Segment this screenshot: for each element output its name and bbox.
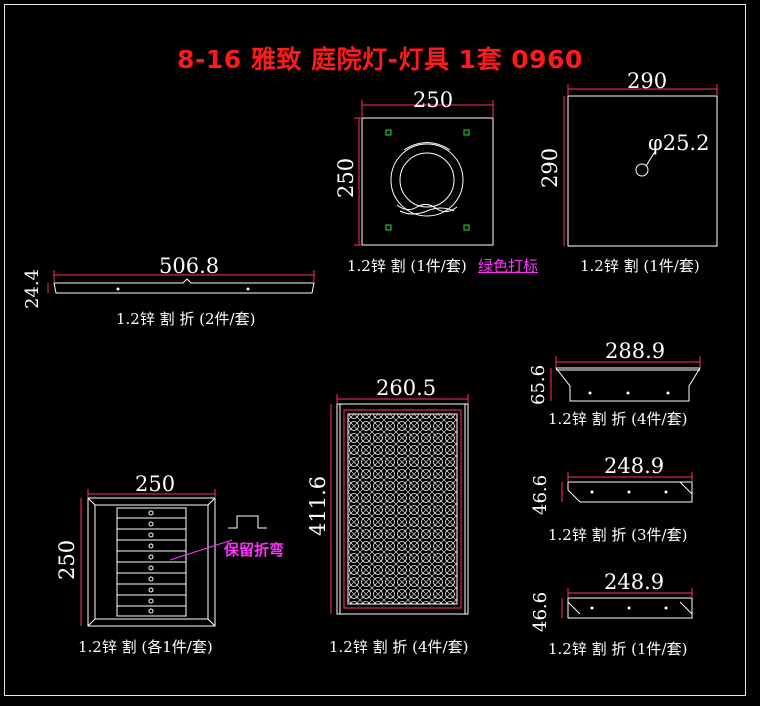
lamp-plate-width-dim: 250 [413,88,454,112]
lamp-plate-height-dim: 250 [334,157,358,198]
trapezoid-c-caption: 1.2锌 割 折 (1件/套) [548,640,688,658]
long-strip-height-dim: 24.4 [22,268,43,309]
trapezoid-c-length-dim: 248.9 [604,570,665,594]
trapezoid-c-height-dim: 46.6 [530,591,551,632]
lamp-plate-note: 绿色打标 [478,257,539,275]
base-plate-height-dim: 250 [55,539,79,580]
trapezoid-a-length-dim: 288.9 [605,339,666,363]
long-strip-part [47,270,315,294]
grille-panel-part [330,394,469,615]
trapezoid-b-part [561,472,693,503]
top-plate-height-dim: 290 [538,147,562,188]
base-plate-note: 保留折弯 [224,541,285,559]
base-plate-part [80,489,267,627]
base-plate-width-dim: 250 [135,472,176,496]
top-plate-width-dim: 290 [627,69,668,93]
grille-panel-width-dim: 260.5 [376,376,437,400]
trapezoid-a-caption: 1.2锌 割 折 (4件/套) [548,410,688,428]
trapezoid-a-part [550,356,701,402]
top-plate-part [563,84,718,247]
trapezoid-b-height-dim: 46.6 [530,474,551,515]
drawing-frame [4,4,746,696]
long-strip-caption: 1.2锌 割 折 (2件/套) [116,310,256,328]
top-plate-caption: 1.2锌 割 (1件/套) [580,257,700,275]
lamp-plate-part [354,100,494,246]
trapezoid-b-length-dim: 248.9 [604,454,665,478]
top-plate-hole-dim: φ25.2 [648,131,710,155]
lamp-plate-caption: 1.2锌 割 (1件/套) [347,257,467,275]
base-plate-caption: 1.2锌 割 (各1件/套) [78,638,213,656]
trapezoid-a-height-dim: 65.6 [528,364,549,405]
drawing-title: 8-16 雅致 庭院灯-灯具 1套 0960 [177,45,583,74]
trapezoid-b-caption: 1.2锌 割 折 (3件/套) [548,526,688,544]
grille-panel-height-dim: 411.6 [306,475,330,536]
grille-panel-caption: 1.2锌 割 折 (4件/套) [329,638,469,656]
trapezoid-c-part [561,588,693,619]
long-strip-length-dim: 506.8 [159,254,220,278]
